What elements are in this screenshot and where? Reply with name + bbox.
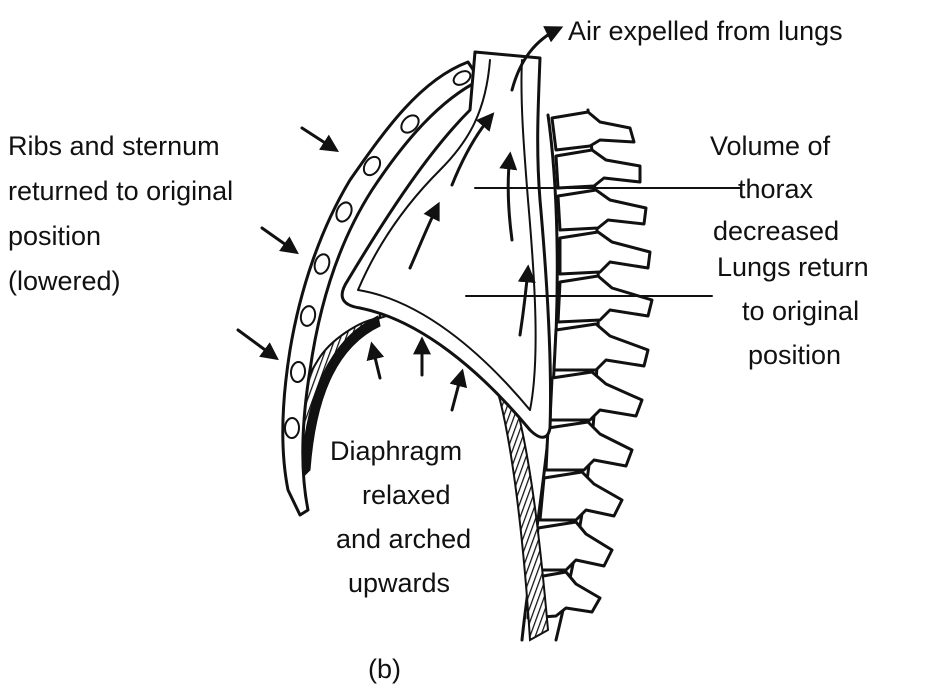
- label-line: Ribs and sternum: [8, 131, 220, 161]
- label-line: decreased: [713, 216, 839, 246]
- label-line: thorax: [738, 174, 814, 204]
- label-ribs: Ribs and sternum returned to original po…: [8, 131, 233, 296]
- figure-caption: (b): [368, 654, 401, 684]
- label-line: Lungs return: [717, 252, 869, 282]
- label-line: (lowered): [8, 266, 121, 296]
- label-diaphragm: Diaphragm relaxed and arched upwards: [330, 436, 471, 598]
- label-line: upwards: [348, 568, 450, 598]
- label-line: position: [8, 221, 101, 251]
- label-line: returned to original: [8, 176, 233, 206]
- label-line: to original: [742, 296, 859, 326]
- label-lungs: Lungs return to original position: [717, 252, 869, 370]
- label-line: position: [748, 340, 841, 370]
- lung: [342, 52, 550, 437]
- label-line: relaxed: [362, 480, 451, 510]
- label-line: and arched: [336, 524, 471, 554]
- label-line: Diaphragm: [330, 436, 462, 466]
- label-air-expelled: Air expelled from lungs: [568, 16, 843, 46]
- label-line: Volume of: [710, 131, 831, 161]
